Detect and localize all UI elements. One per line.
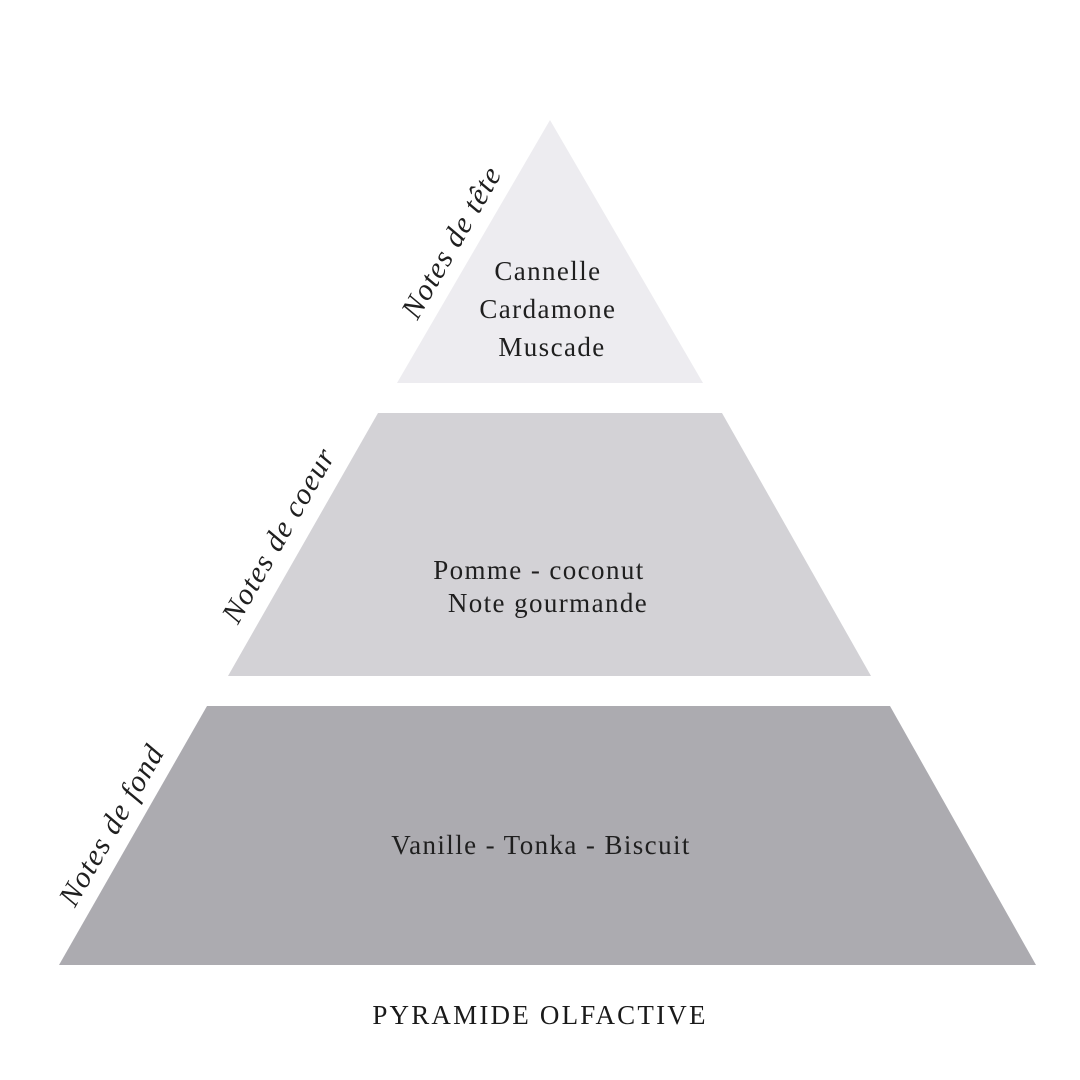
- tier-top-note: Cardamone: [479, 294, 616, 324]
- tier-top: Cannelle Cardamone Muscade Notes de tête: [394, 120, 703, 383]
- tier-top-notes: Cannelle Cardamone Muscade: [479, 256, 624, 362]
- tier-middle-note: Pomme - coconut: [433, 555, 644, 585]
- tier-middle: Pomme - coconut Note gourmande Notes de …: [215, 413, 871, 676]
- tier-top-note: Cannelle: [494, 256, 601, 286]
- tier-base-note: Vanille - Tonka - Biscuit: [391, 830, 691, 860]
- tier-middle-shape: [228, 413, 871, 676]
- tier-base-shape: [59, 706, 1036, 965]
- diagram-caption: PYRAMIDE OLFACTIVE: [372, 1000, 708, 1030]
- tier-base-notes: Vanille - Tonka - Biscuit: [391, 830, 691, 860]
- tier-middle-note: Note gourmande: [448, 588, 648, 618]
- tier-base: Vanille - Tonka - Biscuit Notes de fond: [52, 706, 1036, 965]
- tier-middle-notes: Pomme - coconut Note gourmande: [433, 555, 653, 618]
- tier-top-shape: [397, 120, 703, 383]
- tier-top-note: Muscade: [498, 332, 605, 362]
